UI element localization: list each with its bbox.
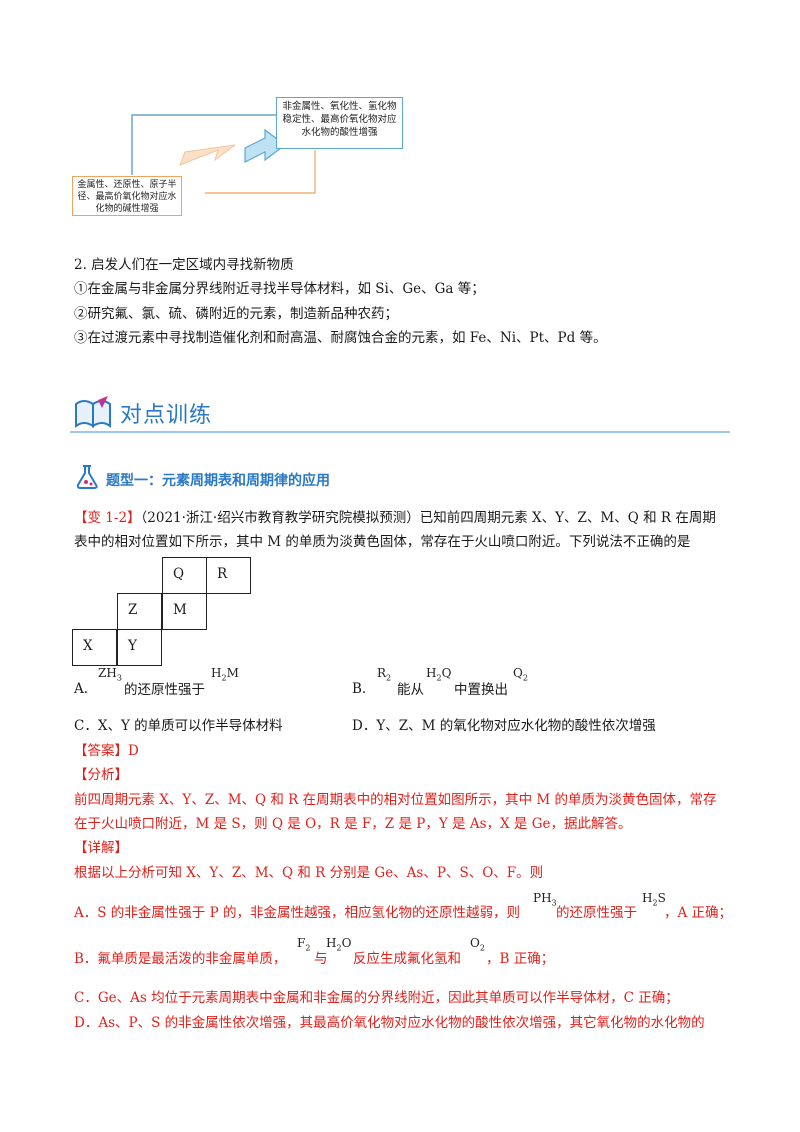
- detail-label: 【详解】: [74, 840, 128, 856]
- subsection-title: 题型一：元素周期表和周期律的应用: [106, 473, 330, 489]
- question-stem-text-1: （2021·浙江·绍兴市教育教学研究院模拟预测）已知前四周期元素 X、Y、Z、M…: [140, 510, 716, 526]
- option-b-text-2: 中置换出: [454, 682, 508, 698]
- intro-heading: 2. 启发人们在一定区域内寻找新物质: [74, 257, 294, 273]
- grid-cell-y: Y: [117, 629, 162, 666]
- option-b-formula-3: Q2: [513, 666, 528, 683]
- detail-a-text-2: 的还原性强于: [556, 905, 637, 921]
- question-stem-2: 表中的相对位置如下所示，其中 M 的单质为淡黄色固体，常存在于火山喷口附近。下列…: [74, 534, 691, 550]
- grid-cell-z: Z: [117, 593, 162, 630]
- book-icon: [75, 396, 111, 428]
- question-tag: 【变 1-2】: [74, 510, 141, 526]
- option-a-label: A.: [74, 681, 89, 697]
- option-b-formula-1: R2: [377, 666, 392, 683]
- option-b-formula-2: H2Q: [426, 666, 452, 683]
- option-b-label: B.: [352, 681, 367, 697]
- trend-box-metal: 金属性、还原性、原子半径、最高价氧化物对应水化物的碱性增强: [72, 176, 182, 216]
- grid-cell-m: M: [162, 593, 207, 630]
- flask-icon: [76, 465, 98, 489]
- detail-b-formula-1: F2: [297, 936, 311, 953]
- detail-a-formula-2: H2S: [642, 891, 666, 908]
- trend-arrows: [131, 114, 316, 194]
- grid-cell-x: X: [72, 629, 117, 666]
- detail-c-text: C．Ge、As 均位于元素周期表中金属和非金属的分界线附近，因此其单质可以作半导…: [74, 990, 679, 1006]
- detail-b-text-2: 与: [314, 951, 328, 967]
- answer-label: 【答案】D: [74, 743, 139, 759]
- option-a-text: 的还原性强于: [124, 682, 205, 698]
- detail-b-text-1: B．氟单质是最活泼的非金属单质，: [74, 951, 287, 967]
- detail-d-text: D．As、P、S 的非金属性依次增强，其最高价氧化物对应水化物的酸性依次增强，其…: [74, 1015, 705, 1031]
- section-title: 对点训练: [120, 403, 213, 428]
- section-divider: [70, 431, 730, 433]
- detail-text-1: 根据以上分析可知 X、Y、Z、M、Q 和 R 分别是 Ge、As、P、S、O、F…: [74, 865, 544, 881]
- option-b-text: 能从: [397, 682, 424, 698]
- detail-a-formula-1: PH3: [533, 891, 557, 908]
- detail-a-text-3: ，A 正确；: [664, 905, 733, 921]
- detail-b-text-3: 反应生成氟化氢和: [353, 951, 461, 967]
- option-a-formula-2: H2M: [211, 666, 239, 683]
- analysis-label: 【分析】: [74, 767, 128, 783]
- grid-cell-q: Q: [162, 557, 207, 594]
- intro-item-2: ②研究氟、氯、硫、磷附近的元素，制造新品种农药；: [74, 306, 398, 322]
- analysis-text-1: 前四周期元素 X、Y、Z、M、Q 和 R 在周期表中的相对位置如图所示，其中 M…: [74, 792, 717, 808]
- detail-b-formula-2: H2O: [326, 936, 352, 953]
- option-a-formula-1: ZH3: [98, 666, 122, 683]
- question-stem-1: 【变 1-2】（2021·浙江·绍兴市教育教学研究院模拟预测）已知前四周期元素 …: [74, 508, 716, 528]
- analysis-text-2: 在于火山喷口附近，M 是 S，则 Q 是 O，R 是 F，Z 是 P，Y 是 A…: [74, 816, 632, 832]
- detail-b-text-4: ，B 正确；: [486, 951, 555, 967]
- option-d: D．Y、Z、M 的氧化物对应水化物的酸性依次增强: [352, 718, 656, 734]
- option-c: C．X、Y 的单质可以作半导体材料: [74, 718, 283, 734]
- intro-item-3: ③在过渡元素中寻找制造催化剂和耐高温、耐腐蚀合金的元素，如 Fe、Ni、Pt、P…: [74, 330, 607, 346]
- grid-cell-r: R: [206, 557, 251, 594]
- detail-b-formula-3: O2: [470, 936, 485, 953]
- detail-a-text-1: A．S 的非金属性强于 P 的，非金属性越强，相应氢化物的还原性越弱，则: [74, 905, 520, 921]
- trend-box-nonmetal: 非金属性、氧化性、氢化物稳定性、最高价氧化物对应水化物的酸性增强: [276, 97, 403, 149]
- intro-item-1: ①在金属与非金属分界线附近寻找半导体材料，如 Si、Ge、Ga 等；: [74, 281, 485, 297]
